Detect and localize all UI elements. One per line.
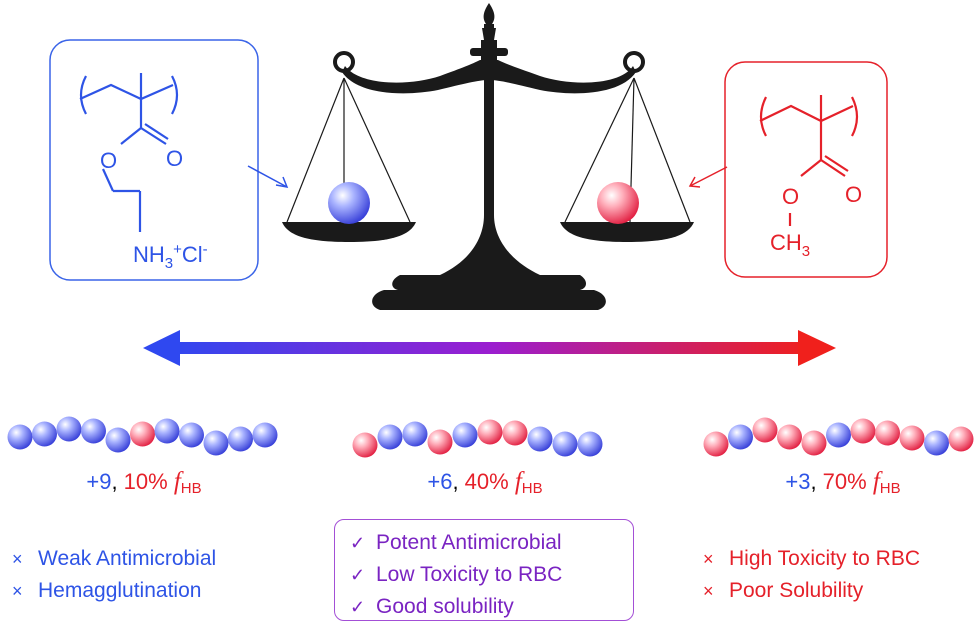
f-symbol: f (514, 468, 522, 495)
hb-percent: 10% (123, 469, 168, 494)
scale-column (440, 40, 540, 275)
f-subscript: HB (180, 480, 202, 497)
list-item: ×Hemagglutination (12, 575, 216, 607)
blue-bead (552, 431, 578, 457)
blue-bead (7, 424, 33, 450)
list-item: ×High Toxicity to RBC (703, 543, 920, 575)
red-bead (703, 431, 729, 457)
blue-bead (452, 422, 478, 448)
charge-value: +3 (785, 469, 811, 494)
hb-percent: 40% (464, 469, 509, 494)
blue-bead (203, 430, 229, 456)
ratio-label-left: +9, 10% fHB (86, 468, 202, 497)
red-bead (130, 421, 155, 447)
arrow-left-head (143, 330, 180, 366)
list-item: ×Weak Antimicrobial (12, 543, 216, 575)
ratio-label-right: +3, 70% fHB (785, 468, 901, 497)
left-carbonyl-o-label: O (166, 146, 183, 171)
right-monomer-structure: O O CH3 (724, 61, 888, 278)
blue-bead (228, 426, 253, 452)
cross-icon: × (12, 549, 23, 569)
red-bead (801, 430, 827, 456)
scale-left-pan (282, 222, 416, 242)
scale-base (372, 275, 606, 310)
red-bead (352, 432, 378, 458)
red-bead (850, 418, 876, 444)
middle-property-box (334, 519, 634, 621)
check-icon: ✓ (350, 533, 366, 553)
cross-icon: × (703, 581, 714, 601)
blue-bead (577, 431, 603, 457)
list-item: ×Poor Solubility (703, 575, 920, 607)
blue-bead (32, 421, 57, 447)
f-subscript: HB (879, 480, 901, 497)
f-symbol: f (872, 468, 880, 495)
left-pointer-arrowhead (275, 176, 289, 188)
right-monomer-box (724, 61, 888, 278)
right-ester-o-label: O (782, 184, 799, 209)
red-bead (477, 419, 503, 445)
right-pointer-arrow (689, 166, 728, 187)
middle-property-list: ✓Potent Antimicrobial ✓Low Toxicity to R… (350, 527, 562, 623)
left-pointer-arrow (247, 165, 288, 188)
blue-bead (81, 418, 106, 444)
blue-bead (527, 426, 553, 452)
scale-right-pan (560, 222, 694, 242)
right-pointer-arrowhead (688, 176, 701, 188)
cross-icon: × (703, 549, 714, 569)
list-item: ✓Potent Antimicrobial (350, 527, 562, 559)
red-bead (427, 429, 453, 455)
arrow-right-head (798, 330, 836, 366)
red-bead (502, 420, 528, 446)
left-ester-o-label: O (100, 148, 117, 173)
left-amine-label: NH3+Cl- (133, 241, 208, 272)
blue-bead (252, 422, 278, 448)
blue-bead (377, 424, 403, 450)
scale-finial (483, 3, 495, 24)
blue-bead (402, 421, 428, 447)
blue-bead (924, 430, 949, 456)
f-subscript: HB (521, 480, 543, 497)
blue-weight-ball (328, 182, 370, 224)
balance-scale (282, 3, 694, 310)
red-bead (777, 424, 802, 450)
red-bead (752, 417, 778, 443)
red-bead (948, 426, 974, 452)
polymer-chains (7, 416, 974, 458)
red-bead (875, 420, 900, 446)
list-item: ✓Good solubility (350, 591, 562, 623)
red-weight-ball (597, 182, 639, 224)
blue-bead (56, 416, 82, 442)
list-item: ✓Low Toxicity to RBC (350, 559, 562, 591)
charge-value: +6 (427, 469, 453, 494)
right-property-list: ×High Toxicity to RBC ×Poor Solubility (703, 543, 920, 607)
blue-bead (826, 422, 851, 448)
blue-bead (728, 424, 753, 450)
ratio-label-middle: +6, 40% fHB (427, 468, 543, 497)
check-icon: ✓ (350, 565, 366, 585)
hb-percent: 70% (822, 469, 867, 494)
right-methyl-label: CH3 (770, 230, 810, 260)
blue-bead (154, 418, 180, 444)
left-monomer-box (49, 39, 259, 281)
gradient-double-arrow (143, 330, 836, 366)
blue-bead (179, 422, 204, 448)
f-symbol: f (173, 468, 181, 495)
blue-bead (105, 427, 131, 453)
red-bead (899, 425, 925, 451)
left-property-list: ×Weak Antimicrobial ×Hemagglutination (12, 543, 216, 607)
right-carbonyl-o-label: O (845, 182, 862, 207)
cross-icon: × (12, 581, 23, 601)
charge-value: +9 (86, 469, 112, 494)
check-icon: ✓ (350, 597, 366, 617)
left-monomer-structure: O O NH3+Cl- (49, 39, 259, 281)
